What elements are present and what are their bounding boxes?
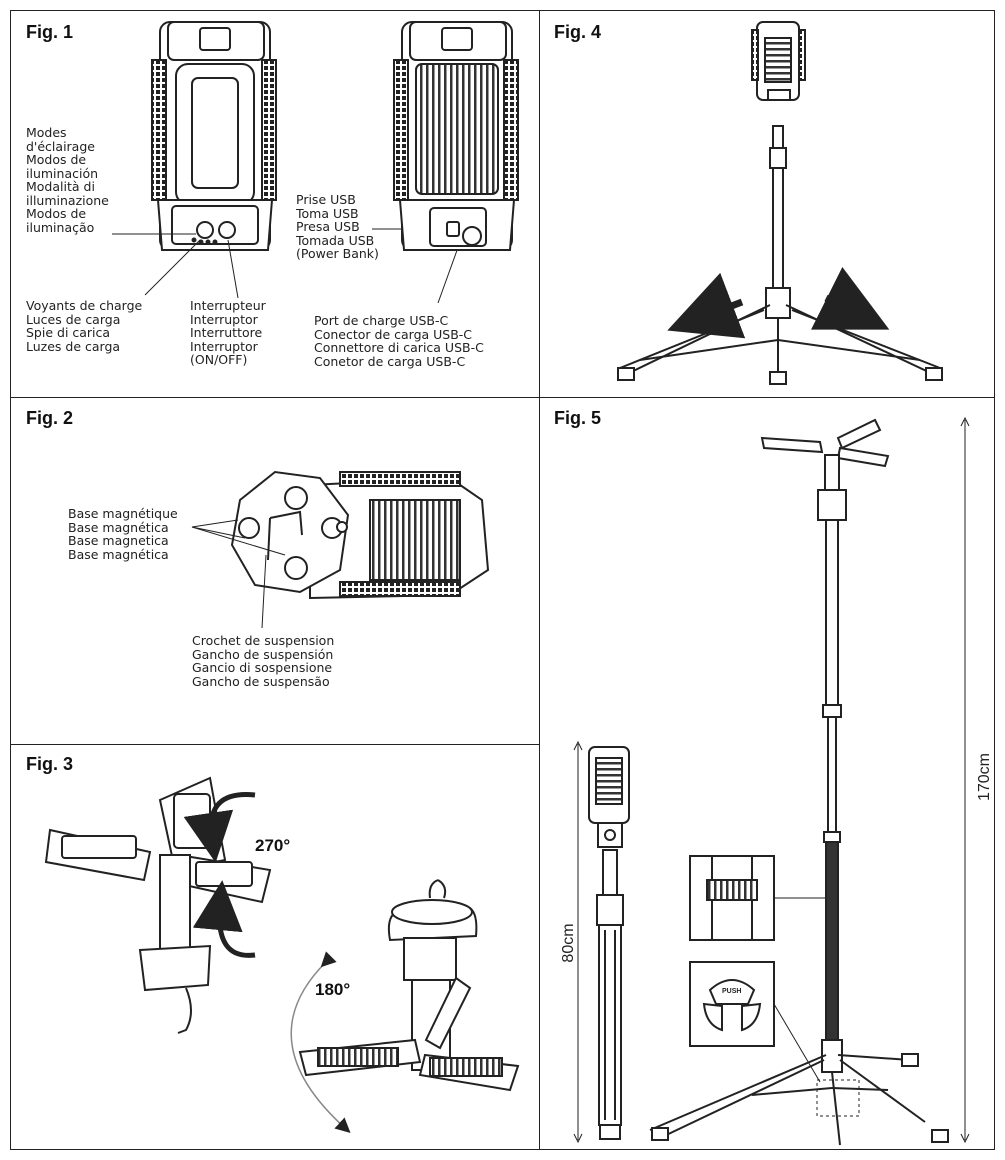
fig1-label-lighting-modes: Modes d'éclairage Modos de iluminación M… — [26, 125, 109, 235]
fig3-lamp-stand — [298, 879, 520, 1092]
fig3-angle-180: 180° — [315, 980, 351, 999]
fig3-lamp-folding — [44, 776, 272, 1034]
fig1-title: Fig. 1 — [26, 22, 74, 42]
fig1-lamp-front — [151, 21, 277, 251]
fig1-label-usb-socket: Prise USB Toma USB Presa USB Tomada USB … — [296, 192, 379, 261]
fig2-lamp-magnetic — [230, 470, 490, 600]
fig4-title: Fig. 4 — [554, 22, 602, 42]
fig4-arrow-right — [811, 267, 890, 330]
panel-fig3 — [10, 744, 540, 1150]
fig1-label-switch: Interrupteur Interruptor Interruttore In… — [190, 298, 266, 367]
fig5-tripod-folded — [588, 746, 630, 1140]
fig1-label-charge-lights: Voyants de charge Luces de carga Spie di… — [26, 298, 143, 354]
fig5-detail-box-base — [816, 1079, 860, 1117]
fig5-dim-80cm — [573, 740, 583, 1144]
fig2-label-magnetic-base: Base magnétique Base magnética Base magn… — [68, 506, 178, 562]
fig5-push-label: PUSH — [722, 988, 742, 995]
fig1-label-usbc-port: Port de charge USB-C Conector de carga U… — [314, 313, 484, 369]
fig1-lamp-back — [393, 21, 519, 251]
fig5-dim-170cm — [960, 416, 970, 1144]
fig3-title: Fig. 3 — [26, 754, 74, 774]
fig5-dim-label-80cm: 80cm — [560, 923, 577, 963]
fig3-rotate-arrow-bottom — [192, 880, 256, 958]
fig5-inset-collar — [689, 855, 826, 941]
fig4-arrow-left — [667, 272, 746, 339]
fig3-rotate-arrow-top — [183, 792, 256, 863]
fig5-dim-label-170cm: 170cm — [976, 752, 993, 802]
fig5-title: Fig. 5 — [554, 408, 602, 428]
fig2-leaders — [191, 519, 286, 629]
fig5-tripod-extended — [649, 418, 949, 1146]
fig2-label-hook: Crochet de suspension Gancho de suspensi… — [192, 633, 335, 689]
fig3-rotate-arc-180 — [290, 951, 351, 1134]
fig4-tripod — [617, 21, 943, 385]
fig3-angle-270: 270° — [255, 836, 291, 855]
fig2-title: Fig. 2 — [26, 408, 74, 428]
fig5-inset-push — [689, 961, 821, 1083]
